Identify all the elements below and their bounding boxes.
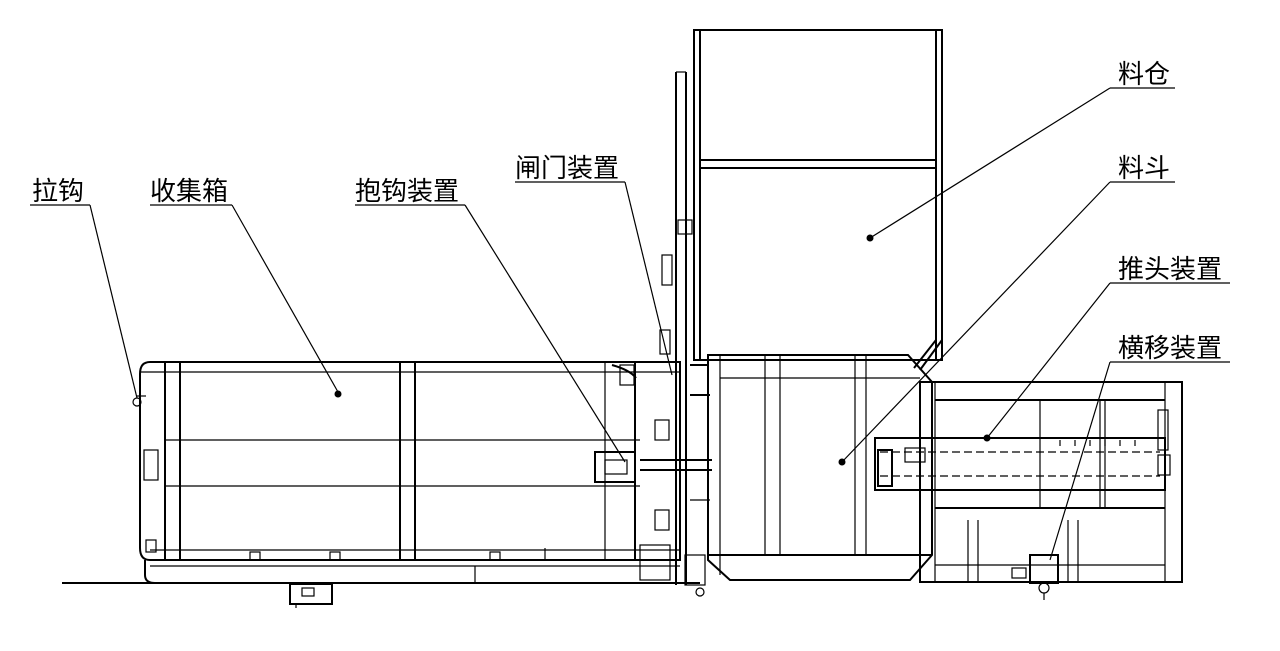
clasp-hook-frame (594, 71, 712, 597)
label-clasp-hook-device: 抱钩装置 (355, 177, 459, 207)
push-head-shape (874, 381, 1183, 600)
hopper-marker (838, 458, 846, 466)
collection-box-marker (334, 390, 342, 398)
label-traverse-device: 横移装置 (1118, 334, 1222, 364)
silo-shape (693, 29, 943, 371)
collection-box-shape (132, 361, 681, 608)
label-push-head-device: 推头装置 (1118, 255, 1222, 285)
leader-lines (30, 87, 1230, 561)
label-collection-box: 收集箱 (150, 177, 228, 207)
label-gate-device: 闸门装置 (515, 154, 619, 184)
label-silo: 料仓 (1118, 60, 1170, 90)
label-pull-hook: 拉钩 (32, 177, 84, 207)
label-hopper: 料斗 (1118, 154, 1170, 184)
silo-marker (866, 234, 874, 242)
hopper-shape (707, 354, 933, 581)
push-head-marker (983, 434, 991, 442)
